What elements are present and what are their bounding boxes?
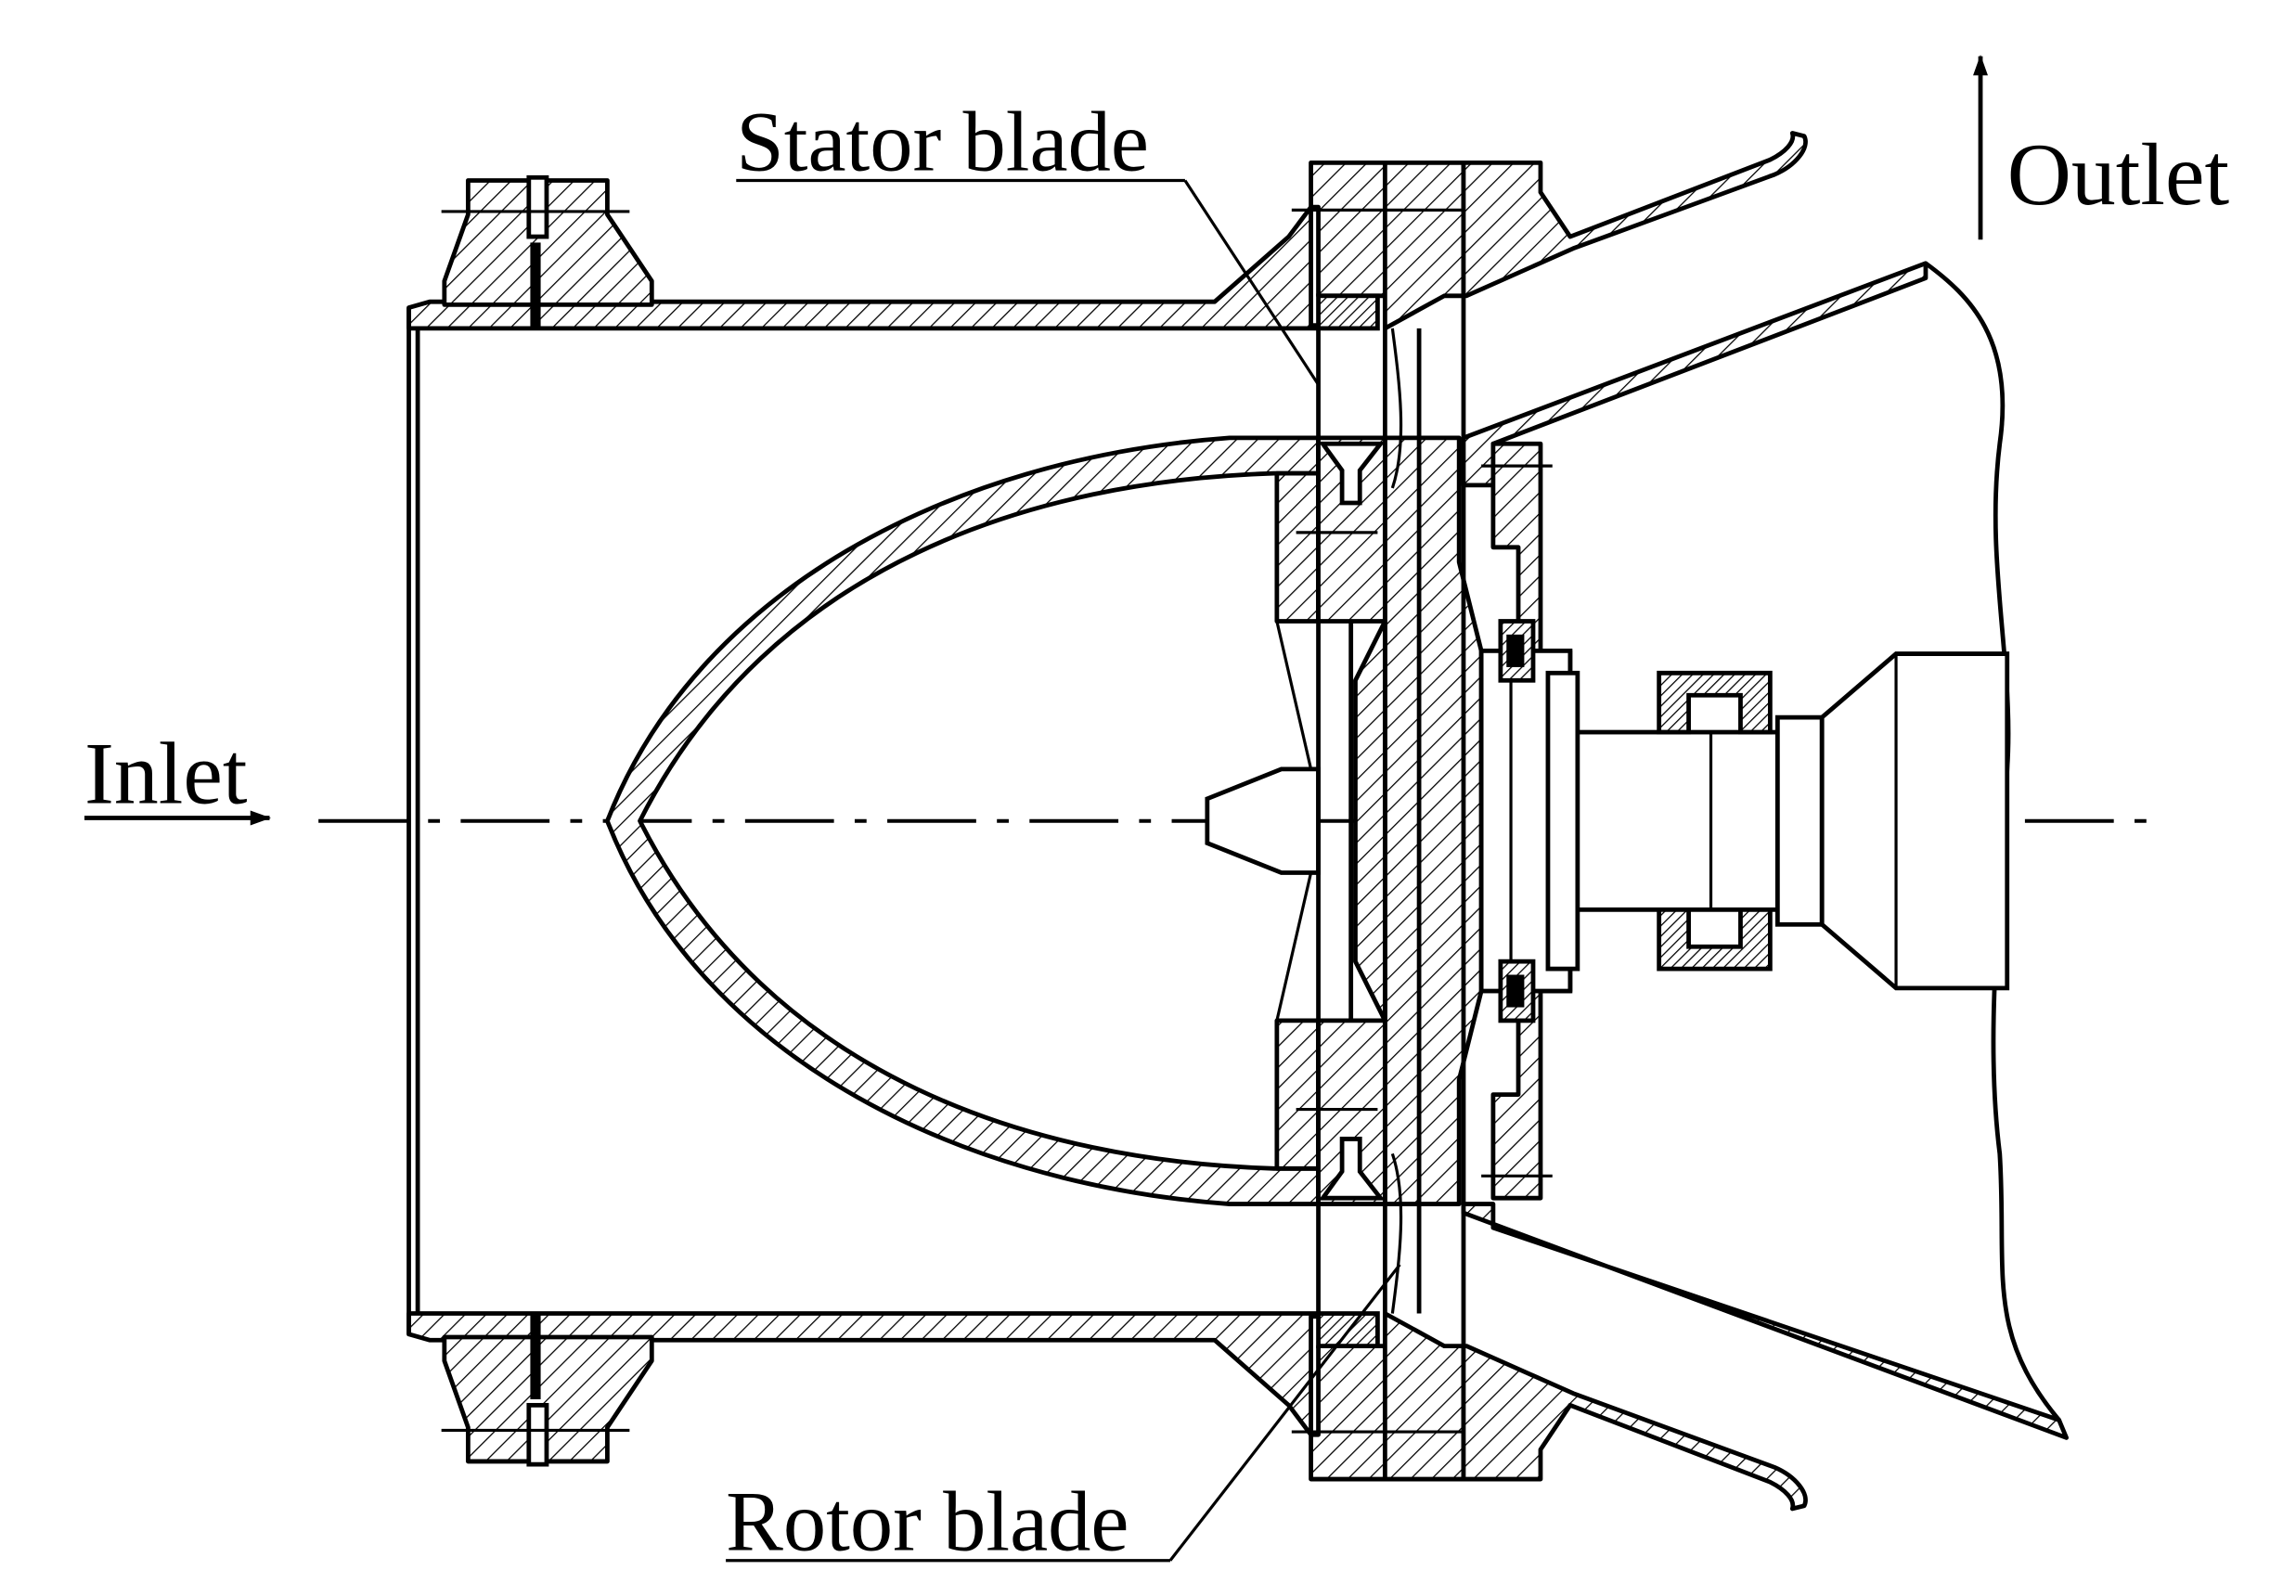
outlet-volute-lower [1461, 1202, 2069, 1512]
outlet-label: Outlet [2007, 125, 2230, 224]
stator-blade-leader [1183, 179, 1320, 386]
inlet-pipe [406, 204, 1321, 1437]
inlet-flange-top [441, 174, 654, 328]
diffuser-ring [1291, 160, 1490, 1482]
coupling [1657, 651, 2010, 991]
stator-blade-label: Stator blade [736, 95, 1149, 189]
rotor-blade-leader [1168, 1263, 1401, 1562]
inlet-label: Inlet [84, 725, 248, 823]
rotor-blade-label: Rotor blade [726, 1475, 1129, 1570]
rotor-hub [1353, 162, 1484, 1480]
inlet-flange-bottom [441, 1315, 654, 1467]
drive-shaft [1545, 670, 1780, 972]
outlet-volute-upper [1461, 131, 1928, 488]
